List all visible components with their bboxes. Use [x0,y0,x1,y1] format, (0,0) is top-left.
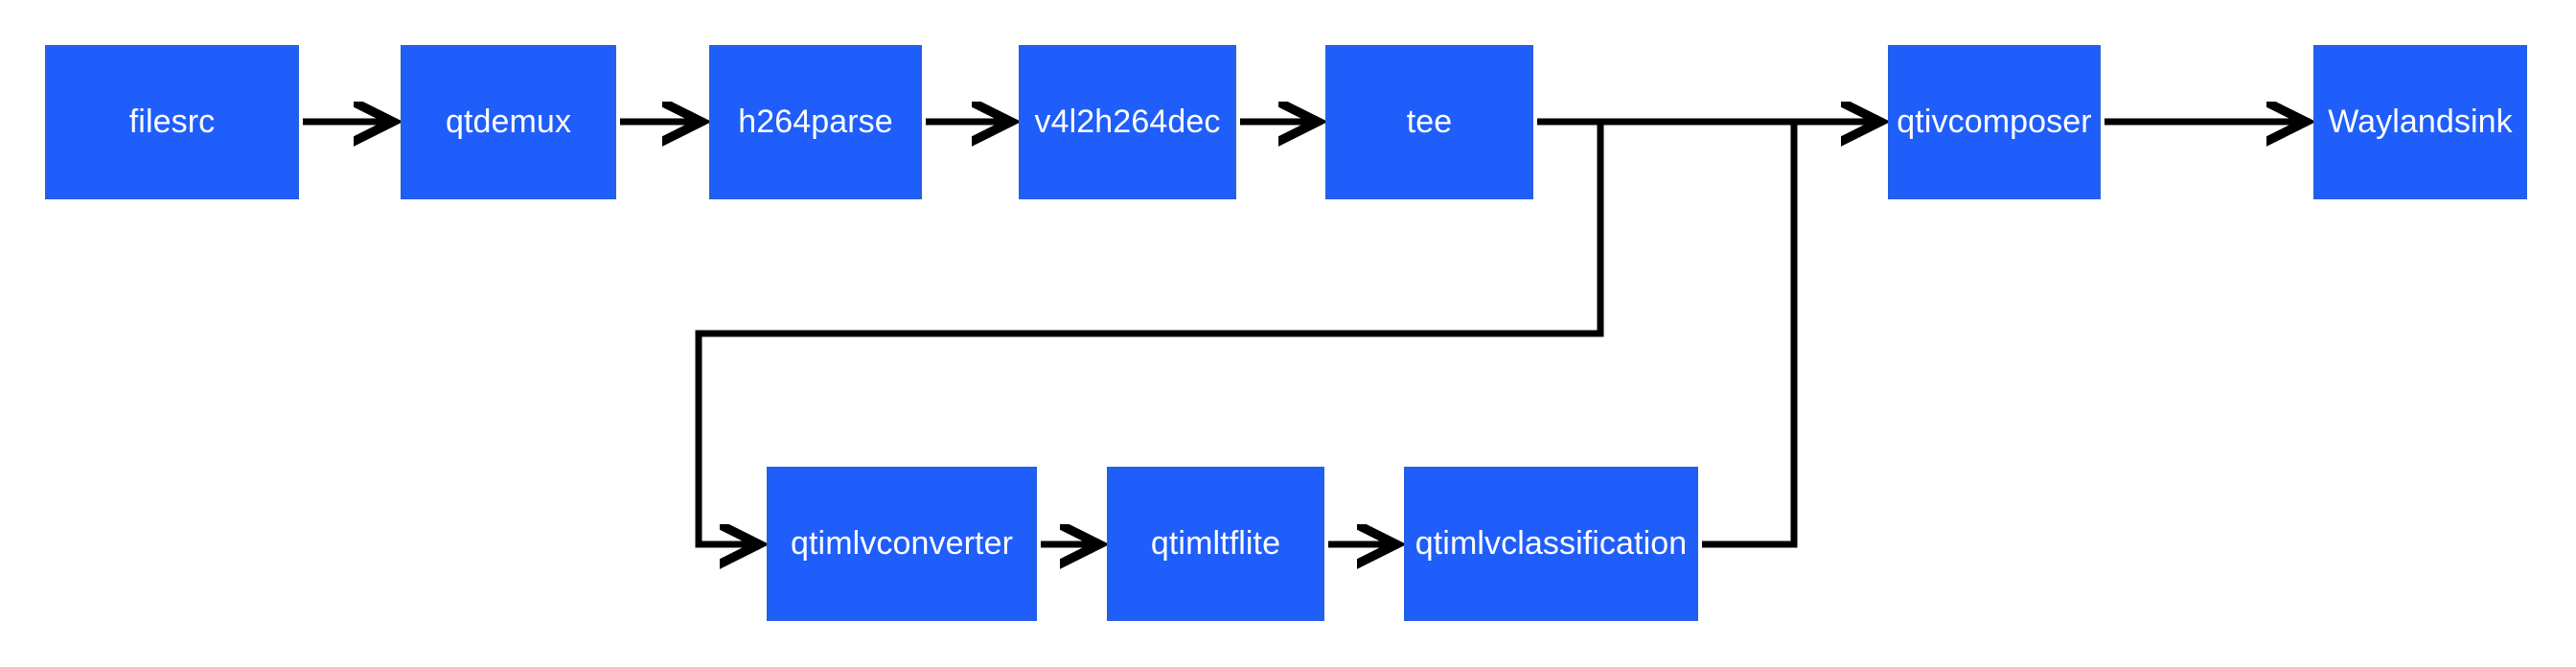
node-qtimlvclassification[interactable]: qtimlvclassification [1404,467,1698,621]
node-qtivcomposer[interactable]: qtivcomposer [1888,45,2101,199]
node-qtimlvconverter[interactable]: qtimlvconverter [767,467,1037,621]
node-filesrc[interactable]: filesrc [45,45,299,199]
node-v4l2h264dec[interactable]: v4l2h264dec [1019,45,1236,199]
edge-tee-to-qtimlvconverter [695,122,1604,544]
node-qtdemux[interactable]: qtdemux [401,45,616,199]
node-qtimltflite[interactable]: qtimltflite [1107,467,1324,621]
node-waylandsink[interactable]: Waylandsink [2313,45,2527,199]
node-tee[interactable]: tee [1325,45,1533,199]
node-h264parse[interactable]: h264parse [709,45,922,199]
edge-qtimlvclassification-to-qtivcomposer [1702,122,1798,548]
